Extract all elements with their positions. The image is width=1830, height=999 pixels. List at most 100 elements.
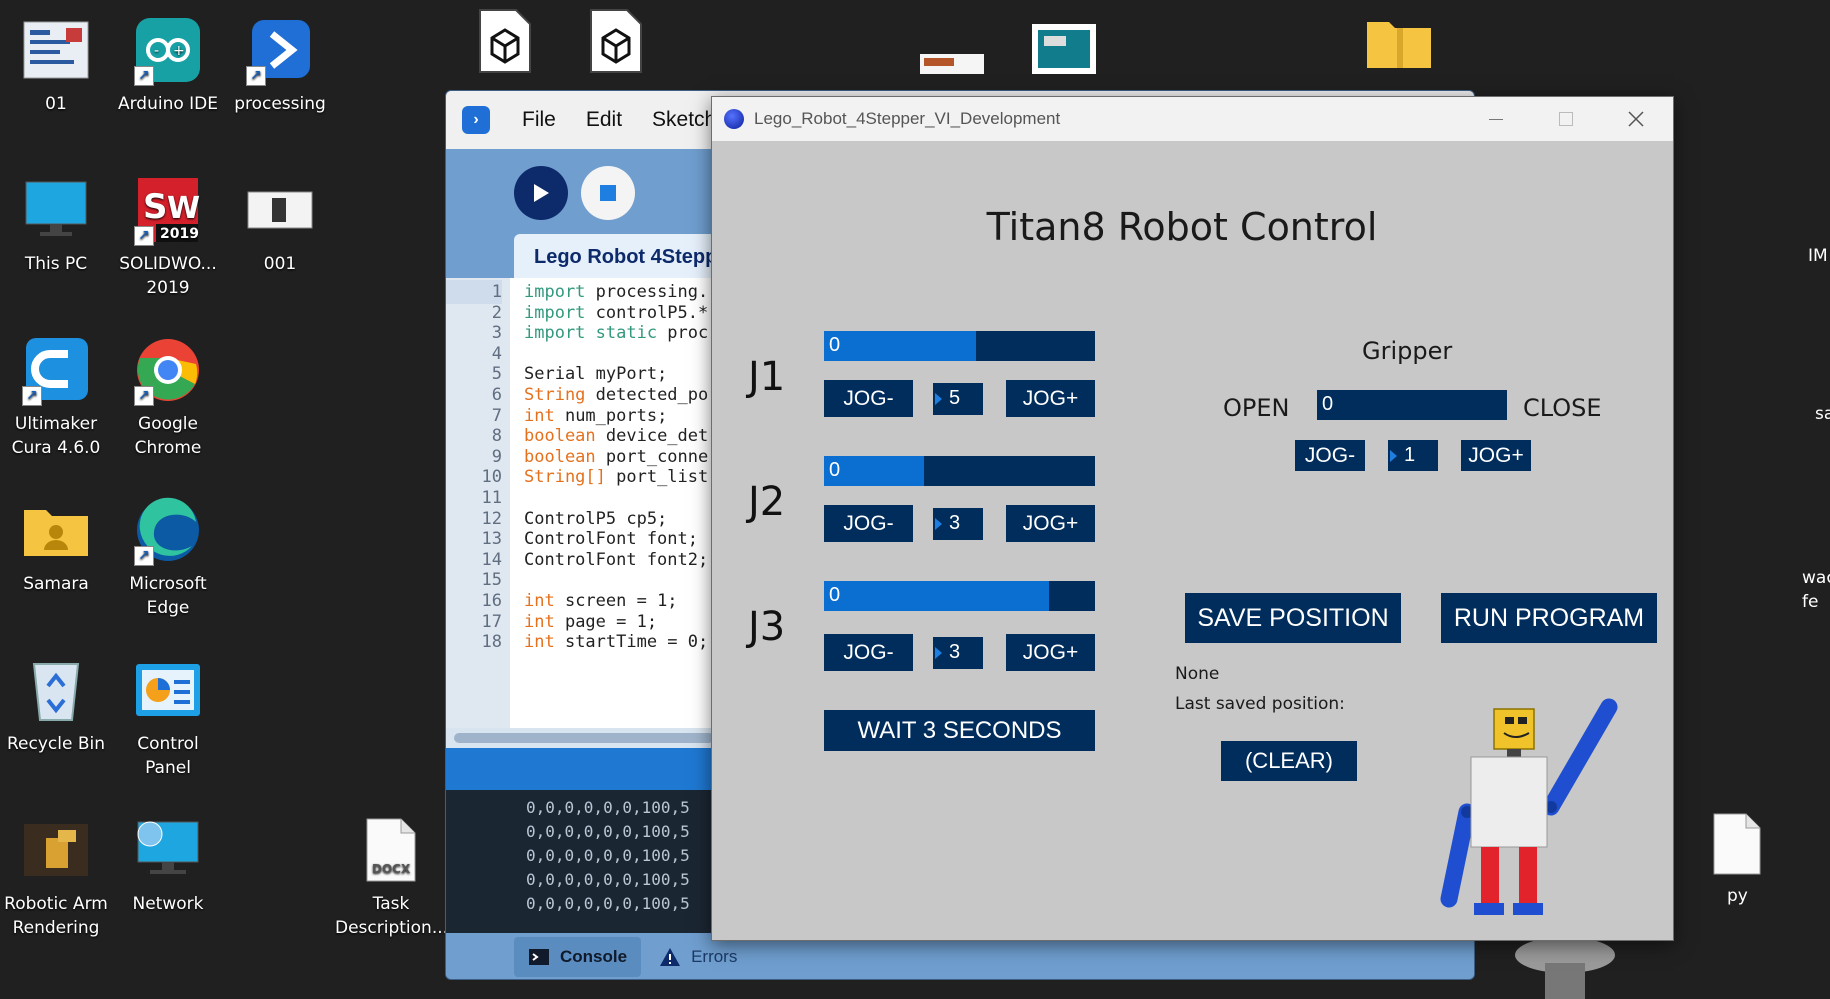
desktop-icon-microsoft-edge[interactable]: ↗ Microsoft Edge [112,494,224,620]
tab-errors[interactable]: Errors [659,947,737,967]
j1-jog-plus-button[interactable]: JOG+ [1006,380,1095,417]
code-text: import static proc [524,321,708,345]
menu-edit[interactable]: Edit [585,108,623,131]
j3-jog-minus-button[interactable]: JOG- [824,634,913,671]
gripper-slider-value: 0 [1322,393,1334,415]
gear-figure-icon [1505,935,1625,999]
maximize-button[interactable] [1531,97,1601,141]
j2-step-input[interactable]: 3 [933,508,983,540]
joint-label-j3: J3 [748,604,786,650]
desktop-icon-samara[interactable]: Samara [0,494,112,596]
gripper-jog-minus-button[interactable]: JOG- [1295,440,1365,471]
line-number: 15 [481,570,502,591]
j1-jog-minus-button[interactable]: JOG- [824,380,913,417]
desktop-icon-arduino-ide[interactable]: -+ ↗ Arduino IDE [112,14,224,116]
console-line: 0,0,0,0,0,0,100,5 [526,894,690,913]
desktop-icon-control-panel[interactable]: Control Panel [112,654,224,780]
numbox-arrow-icon [935,393,942,405]
tab-sketch[interactable]: Lego Robot 4Stepp [514,234,724,278]
wait-button[interactable]: WAIT 3 SECONDS [824,710,1095,751]
code-line[interactable]: 15 [446,568,724,592]
clear-button[interactable]: (CLEAR) [1221,741,1357,781]
minimize-button[interactable] [1461,97,1531,141]
stop-button[interactable] [581,166,635,220]
code-text: boolean device_det [524,424,708,448]
desktop-icon-01[interactable]: 01 [0,14,112,116]
j2-jog-minus-button[interactable]: JOG- [824,505,913,542]
j3-jog-plus-button[interactable]: JOG+ [1006,634,1095,671]
chrome-icon: ↗ [132,334,204,406]
j1-step-input[interactable]: 5 [933,383,983,415]
desktop-icon-task-description[interactable]: DOCX Task Description... [335,814,448,940]
processing-app-icon [724,109,744,129]
code-text: ControlFont font2; [524,548,708,572]
save-position-button[interactable]: SAVE POSITION [1185,593,1401,643]
j3-slider[interactable]: 0 [824,581,1095,611]
menu-file[interactable]: File [522,108,556,131]
line-number: 12 [481,508,502,529]
horizontal-scrollbar[interactable] [446,728,724,748]
gripper-slider[interactable]: 0 [1317,390,1507,420]
line-number: 9 [491,446,502,467]
j1-slider[interactable]: 0 [824,331,1095,361]
j3-step-input[interactable]: 3 [933,637,983,669]
code-line[interactable]: 4 [446,342,724,366]
desktop-icon-processing[interactable]: ↗ processing [224,14,336,116]
code-rest: device_det [595,426,709,447]
run-program-button[interactable]: RUN PROGRAM [1441,593,1657,643]
code-line[interactable]: 11 [446,486,724,510]
gripper-step-input[interactable]: 1 [1388,440,1438,471]
arduino-board-icon[interactable] [1030,22,1098,80]
desktop-icon-robotic-arm-rendering[interactable]: Robotic Arm Rendering [0,814,112,940]
desktop-icon-recycle-bin[interactable]: Recycle Bin [0,654,112,756]
file-icon[interactable] [1712,812,1762,880]
tab-console[interactable]: Console [514,937,642,977]
desktop-icon-label: Microsoft Edge [129,574,207,618]
desktop-icon-google-chrome[interactable]: ↗ Google Chrome [112,334,224,460]
window-titlebar[interactable]: Lego_Robot_4Stepper_VI_Development [712,97,1673,141]
docx-file-icon: DOCX [355,814,427,886]
line-number: 2 [491,302,502,323]
cube-file-icon[interactable] [589,8,643,78]
close-button[interactable] [1601,97,1671,141]
desktop-icon-ultimaker-cura[interactable]: ↗ Ultimaker Cura 4.6.0 [0,334,112,460]
cube-file-icon[interactable] [478,8,532,78]
zip-folder-icon[interactable] [1365,14,1433,74]
robot-control-window[interactable]: Lego_Robot_4Stepper_VI_Development Titan… [711,96,1674,941]
image-thumbnail-icon[interactable] [918,52,986,80]
line-gutter [446,278,510,728]
shortcut-arrow-icon: ↗ [134,226,154,246]
desktop-icon-label: SOLIDWO... 2019 [119,254,217,298]
j2-slider[interactable]: 0 [824,456,1095,486]
desktop-icon-network[interactable]: Network [112,814,224,916]
recycle-bin-icon [20,654,92,726]
scrollbar-thumb[interactable] [454,733,714,743]
page-title: Titan8 Robot Control [986,205,1378,249]
menu-sketch[interactable]: Sketch [652,108,717,131]
desktop-icon-this-pc[interactable]: This PC [0,174,112,276]
j2-jog-plus-button[interactable]: JOG+ [1006,505,1095,542]
desktop-icon-001[interactable]: 001 [224,174,336,276]
gripper-jog-plus-button[interactable]: JOG+ [1461,440,1531,471]
status-strip [446,748,724,790]
run-button[interactable] [514,166,568,220]
svg-text:+: + [173,43,185,59]
code-text: String detected_po [524,383,708,407]
